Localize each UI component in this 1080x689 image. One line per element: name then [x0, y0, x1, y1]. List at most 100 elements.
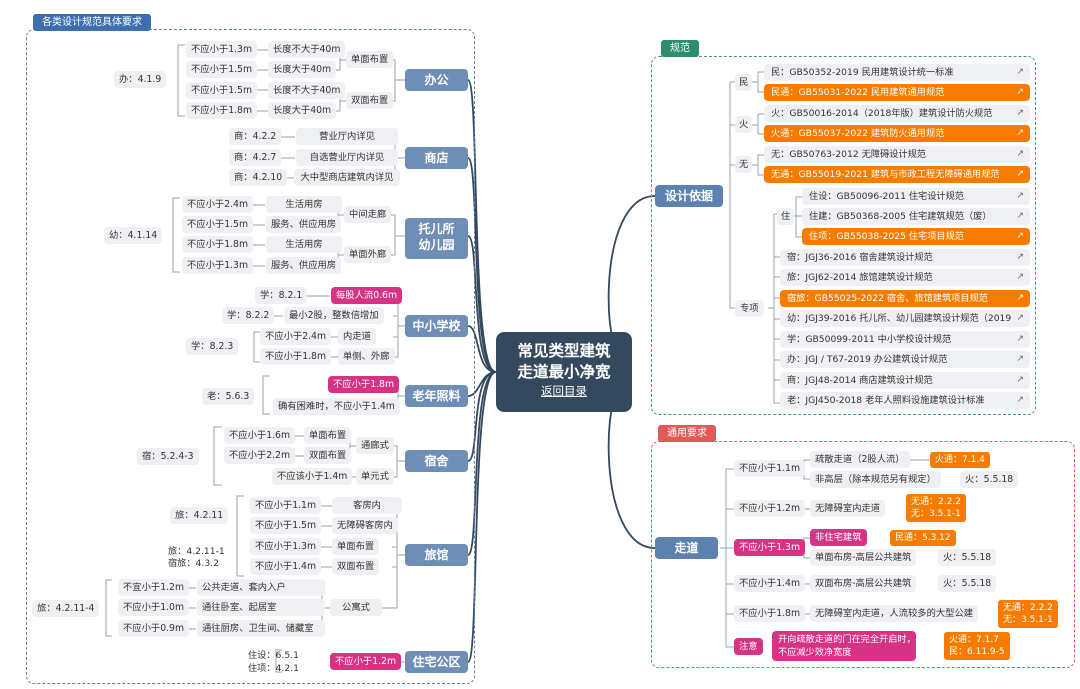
shop-item-1: 营业厅内详见	[296, 128, 398, 145]
external-link-icon: ↗	[1016, 231, 1024, 241]
basis-ref-4-text: 火通：GB55037-2022 建筑防火通用规范	[771, 128, 945, 139]
elderly-ref: 老：5.6.3	[202, 388, 255, 405]
basis-ref-13[interactable]: 幼：JGJ39-2016 托儿所、幼儿园建筑设计规范（2019版） ↗	[780, 310, 1030, 327]
category-dormitory[interactable]: 宿舍	[405, 450, 468, 472]
kinder-item-6: 生活用房	[266, 236, 342, 253]
corridor-r2-tag: 无通：2.2.2 无：3.5.1-1	[906, 494, 966, 522]
basis-ref-17[interactable]: 老：JGJ450-2018 老年人照料设施建筑设计标准↗	[780, 392, 1030, 409]
basis-ref-5[interactable]: 无：GB50763-2012 无障碍设计规范 ↗	[764, 146, 1030, 163]
office-group-single: 单面布置	[346, 51, 394, 68]
hotel-apt-4: 通往卧室、起居室	[197, 599, 325, 616]
school-ref-3: 学：8.2.3	[186, 338, 239, 355]
corridor-r3-tag: 民通：5.3.12	[890, 530, 956, 546]
basis-ref-4[interactable]: 火通：GB55037-2022 建筑防火通用规范 ↗	[764, 125, 1030, 142]
external-link-icon: ↗	[1016, 108, 1024, 118]
residential-ref-2: 住项：4.2.1	[248, 663, 299, 674]
category-school[interactable]: 中小学校	[405, 315, 468, 337]
external-link-icon: ↗	[1016, 313, 1024, 323]
basis-ref-6-text: 无通：GB55019-2021 建筑与市政工程无障碍通用规范	[771, 169, 1000, 180]
category-residential-public[interactable]: 住宅公区	[405, 651, 468, 673]
basis-ref-16-text: 商：JGJ48-2014 商店建筑设计规范	[787, 375, 933, 386]
school-ref-1: 学：8.2.1	[255, 287, 308, 304]
left-section-title: 各类设计规范具体要求	[33, 14, 151, 31]
category-shop[interactable]: 商店	[405, 147, 468, 169]
hotel-item-4: 无障碍客房内	[332, 517, 398, 534]
corridor-r3-b: 单面布房-高层公共建筑	[810, 549, 917, 566]
basis-ref-2[interactable]: 民通：GB55031-2022 民用建筑通用规范↗	[764, 84, 1030, 101]
corridor-r1-min: 不应小于1.1m	[734, 460, 806, 477]
basis-ref-16[interactable]: 商：JGJ48-2014 商店建筑设计规范↗	[780, 372, 1030, 389]
basis-ref-9[interactable]: 住项：GB55038-2025 住宅项目规范↗	[802, 228, 1030, 245]
external-link-icon: ↗	[1016, 395, 1024, 405]
category-office[interactable]: 办公	[405, 69, 468, 91]
center-title-node: 常见类型建筑 走道最小净宽 返回目录	[496, 332, 632, 412]
category-kindergarten[interactable]: 托儿所 幼儿园	[405, 218, 468, 259]
corridor-r2-min: 不应小于1.2m	[734, 500, 806, 517]
basis-ref-1[interactable]: 民：GB50352-2019 民用建筑设计统一标准↗	[764, 64, 1030, 81]
school-item-2: 内走道	[338, 328, 376, 345]
basis-ref-8-text: 住建：GB50368-2005 住宅建筑规范（废）	[809, 211, 992, 222]
basis-ref-10[interactable]: 宿：JGJ36-2016 宿舍建筑设计规范↗	[780, 249, 1030, 266]
basis-ref-7[interactable]: 住设：GB50096-2011 住宅设计规范↗	[802, 188, 1030, 205]
external-link-icon: ↗	[1016, 128, 1024, 138]
category-design-basis[interactable]: 设计依据	[655, 185, 723, 207]
basis-ref-13-text: 幼：JGJ39-2016 托儿所、幼儿园建筑设计规范（2019版）	[787, 313, 1012, 324]
shop-ref-2: 商：4.2.7	[229, 149, 282, 166]
center-title-line1: 常见类型建筑	[517, 342, 611, 360]
basis-ref-5-text: 无：GB50763-2012 无障碍设计规范	[771, 149, 926, 160]
basis-ref-8[interactable]: 住建：GB50368-2005 住宅建筑规范（废）↗	[802, 208, 1030, 225]
hotel-ref-2: 旅：4.2.11-1	[168, 546, 225, 557]
corridor-r1-tag: 火通：7.1.4	[930, 452, 990, 468]
corridor-r5-min: 不应小于1.8m	[734, 605, 806, 622]
corridor-r5-tag2: 无：3.5.1-1	[1003, 615, 1053, 625]
dorm-item-4: 双面布置	[304, 447, 352, 464]
hotel-item-2: 客房内	[332, 497, 402, 514]
kindergarten-title-1: 托儿所	[418, 222, 455, 236]
basis-ref-3[interactable]: 火：GB50016-2014（2018年版）建筑设计防火规范↗	[764, 105, 1030, 122]
corridor-note-label: 注意	[734, 638, 763, 655]
office-item-7: 不应小于1.8m	[186, 102, 258, 119]
corridor-r2-tag2: 无：3.5.1-1	[911, 509, 961, 519]
external-link-icon: ↗	[1016, 149, 1024, 159]
office-item-6: 长度不大于40m	[268, 82, 346, 99]
school-ref-2: 学：8.2.2	[222, 307, 275, 324]
office-item-2: 长度不大于40m	[268, 41, 346, 58]
basis-ref-15-text: 办：JGJ / T67-2019 办公建筑设计规范	[787, 354, 948, 365]
elderly-min: 不应小于1.8m	[328, 376, 400, 393]
shop-ref-3: 商：4.2.10	[229, 169, 288, 186]
corridor-r3-a: 非住宅建筑	[810, 529, 867, 546]
hotel-item-7: 不应小于1.4m	[250, 558, 322, 575]
external-link-icon: ↗	[1016, 67, 1024, 77]
kinder-item-2: 生活用房	[266, 196, 342, 213]
external-link-icon: ↗	[1016, 252, 1024, 262]
basis-ref-14[interactable]: 学：GB50099-2011 中小学校设计规范↗	[780, 331, 1030, 348]
school-flow-width: 每股人流0.6m	[331, 287, 403, 304]
center-title-line2: 走道最小净宽	[517, 363, 611, 381]
basis-ref-15[interactable]: 办：JGJ / T67-2019 办公建筑设计规范 ↗	[780, 351, 1030, 368]
kinder-group-middle: 中间走廊	[344, 206, 392, 223]
kinder-item-3: 不应小于1.5m	[182, 216, 254, 233]
hotel-ref-4: 旅：4.2.11-4	[32, 600, 100, 617]
school-min-flows: 最小2股，整数倍增加	[284, 307, 384, 324]
school-item-3: 不应小于1.8m	[260, 348, 332, 365]
basis-ref-12[interactable]: 宿旅：GB55025-2022 宿舍、旅馆建筑项目规范↗	[780, 290, 1030, 307]
basis-ref-11[interactable]: 旅：JGJ62-2014 旅馆建筑设计规范↗	[780, 269, 1030, 286]
back-to-contents-link[interactable]: 返回目录	[541, 384, 587, 398]
dorm-item-2: 单面布置	[304, 427, 352, 444]
hotel-apt-5: 不应小于0.9m	[118, 620, 190, 637]
category-corridor[interactable]: 走道	[655, 537, 718, 559]
corridor-r2-tag1: 无通：2.2.2	[911, 497, 961, 507]
school-item-4: 单侧、外廊	[338, 348, 395, 365]
hotel-ref-1: 旅：4.2.11	[170, 507, 229, 524]
corridor-r4-min: 不应小于1.4m	[734, 575, 806, 592]
basis-ref-6[interactable]: 无通：GB55019-2021 建筑与市政工程无障碍通用规范↗	[764, 166, 1030, 183]
corridor-r5-tag: 无通：2.2.2 无：3.5.1-1	[998, 600, 1058, 628]
category-elderly-care[interactable]: 老年照料	[405, 385, 468, 407]
external-link-icon: ↗	[1016, 354, 1024, 364]
hotel-apt-6: 通往厨房、卫生间、储藏室	[197, 620, 325, 637]
category-hotel[interactable]: 旅馆	[405, 544, 468, 566]
residential-min: 不应小于1.2m	[330, 653, 402, 670]
basis-ref-14-text: 学：GB50099-2011 中小学校设计规范	[787, 334, 952, 345]
hotel-item-6: 单面布置	[332, 538, 380, 555]
kinder-group-outer: 单面外廊	[344, 246, 392, 263]
